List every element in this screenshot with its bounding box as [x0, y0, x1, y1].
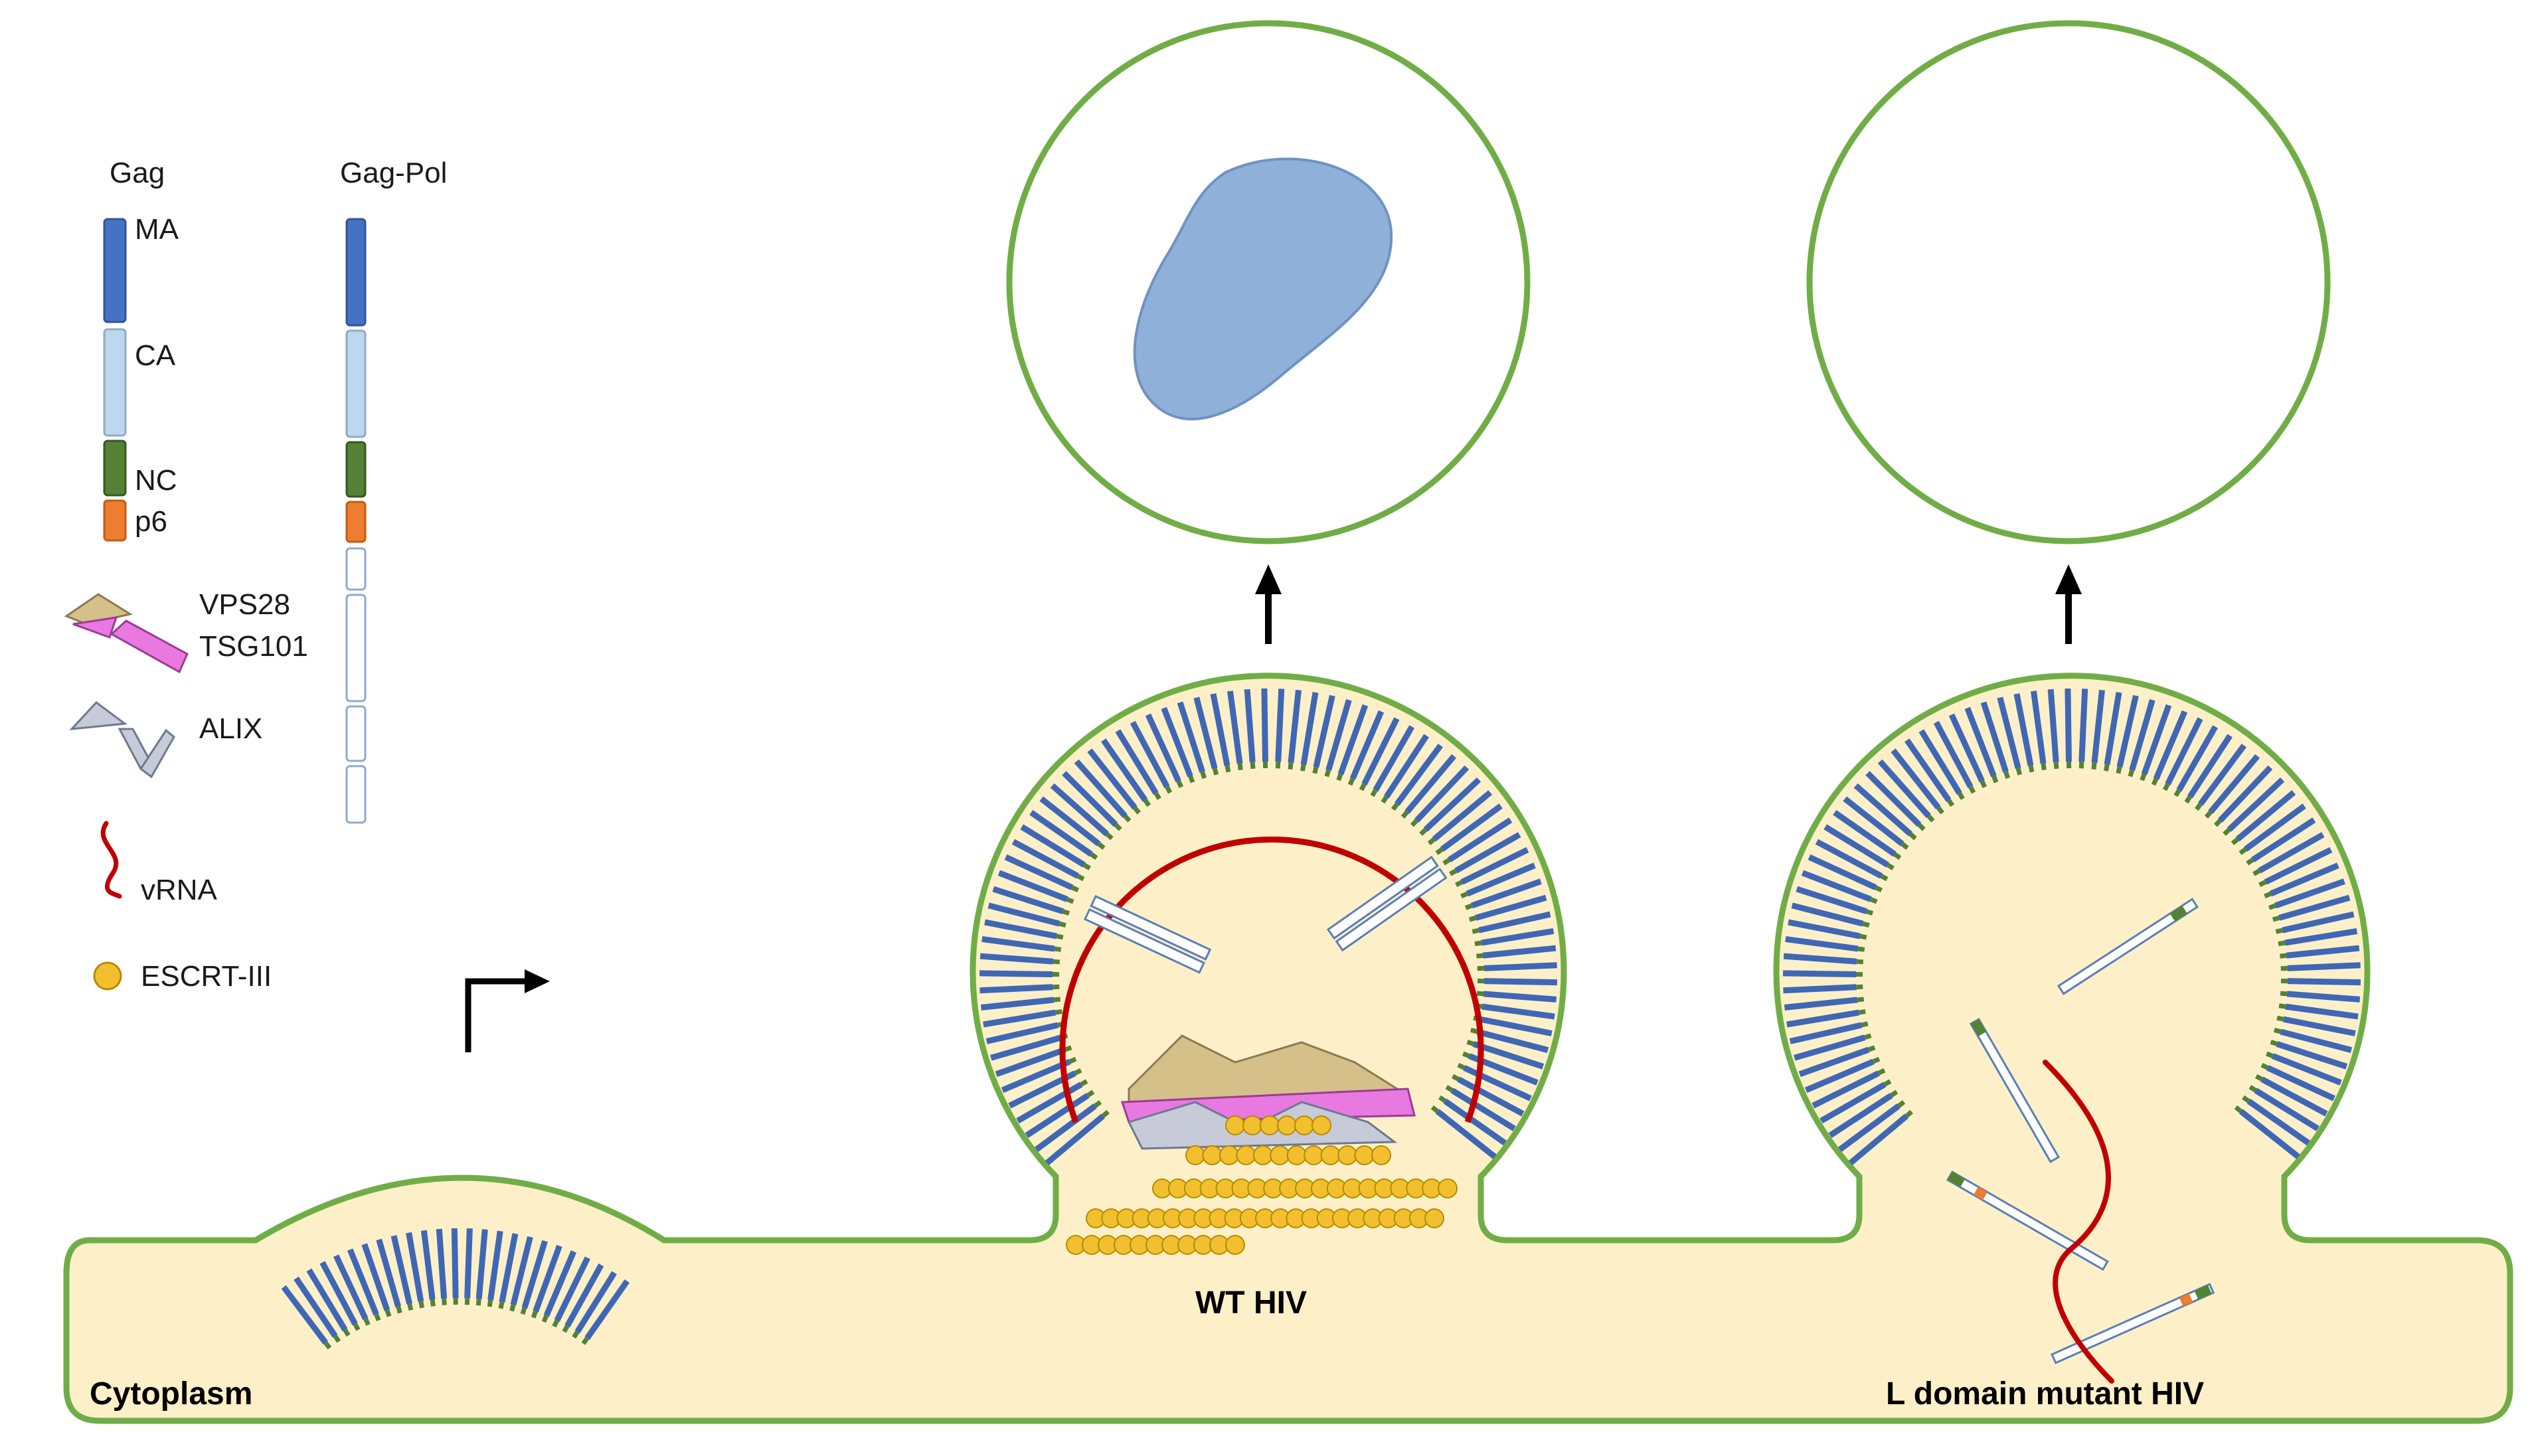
- protein-label-alix: ALIX: [199, 712, 262, 745]
- vrna-icon: [100, 821, 122, 899]
- escrt-iii-bead: [1304, 1145, 1324, 1165]
- legend: Gag Gag-Pol MA CA NC p6 VPS28 TSG101: [64, 157, 447, 993]
- mutant-gagpol-rod-2: [1969, 1017, 2061, 1163]
- gag-nc-segment: [103, 440, 127, 497]
- gagpol-ca-segment: [345, 329, 367, 438]
- escrt-iii-bead: [1424, 1208, 1444, 1228]
- mutant-vrna: [2043, 1060, 2114, 1384]
- mutant-bud-internals: [1946, 898, 2215, 1384]
- cytoplasm-label: Cytoplasm: [90, 1376, 252, 1412]
- escrt-iii-bead: [1242, 1115, 1262, 1135]
- escrt-iii-bead: [1225, 1115, 1245, 1135]
- escrt-iii-bead: [1277, 1115, 1297, 1135]
- mutant-gagpol-rod-1: [2057, 898, 2199, 995]
- escrt-iii-bead: [1337, 1145, 1358, 1165]
- escrt-iii-bead: [1260, 1115, 1280, 1135]
- protein-label-vps28: VPS28: [199, 588, 290, 621]
- immature-virion: [1806, 20, 2331, 544]
- gagpol-header: Gag-Pol: [340, 157, 447, 189]
- escrt-iii-bead: [1225, 1235, 1245, 1255]
- escrt-iii-bead: [1236, 1145, 1256, 1165]
- escrt-iii-bead: [1185, 1145, 1205, 1165]
- gag-header: Gag: [110, 157, 165, 189]
- escrt-iii-bead: [1286, 1145, 1307, 1165]
- gag-p6-segment: [103, 499, 127, 542]
- escrt-iii-bead: [1438, 1178, 1458, 1198]
- escrt-iii-bead: [1219, 1145, 1239, 1165]
- mutant-gagpol-rod-4: [2051, 1283, 2215, 1364]
- mutant-gagpol-rod-3: [1946, 1170, 2109, 1271]
- protein-label-tsg101: TSG101: [199, 630, 308, 663]
- escrt-iii-bead: [1202, 1145, 1223, 1165]
- escrt-iii-bead: [1320, 1145, 1341, 1165]
- protein-label-vrna: vRNA: [141, 874, 218, 906]
- mature-capsid: [1133, 157, 1393, 421]
- wt-gagpol-rod-left: [1083, 895, 1212, 974]
- escrt-iii-bead: [1294, 1115, 1314, 1135]
- mutant-bud-gag-lattice: [1782, 688, 2361, 1166]
- domain-label-nc: NC: [135, 464, 177, 497]
- gag-ma-segment: [103, 218, 127, 323]
- wt-escrt-iii-spiral: [1066, 1115, 1458, 1255]
- gagpol-pol-segment-3: [345, 705, 367, 762]
- wt-vrna-ring: [1059, 837, 1484, 1123]
- gagpol-nc-segment: [345, 441, 367, 498]
- alix-icon: [69, 700, 175, 779]
- gagpol-pol-segment-1: [345, 547, 367, 591]
- release-arrow-wt: [1255, 564, 1282, 644]
- gagpol-pol-segment-4: [345, 765, 367, 824]
- wt-bud-internals: [1059, 837, 1484, 1255]
- escrt-iii-bead: [1252, 1145, 1273, 1165]
- mature-virion: [1006, 20, 1531, 544]
- gag-ca-segment: [103, 328, 127, 437]
- escrt-iii-bead: [1371, 1145, 1391, 1165]
- gagpol-pol-segment-2: [345, 594, 367, 702]
- mutant-hiv-label: L domain mutant HIV: [1886, 1376, 2204, 1412]
- vps28-tsg101-icon: [64, 593, 189, 674]
- gagpol-p6-segment: [345, 501, 367, 543]
- release-arrow-mutant: [2055, 564, 2082, 644]
- protein-label-escrt-iii: ESCRT-III: [141, 960, 272, 993]
- domain-label-ma: MA: [135, 213, 179, 246]
- gagpol-ma-segment: [345, 218, 367, 327]
- wt-gagpol-rod-right: [1326, 855, 1448, 952]
- wt-hiv-label: WT HIV: [1195, 1285, 1307, 1321]
- domain-label-ca: CA: [135, 339, 176, 372]
- escrt-iii-bead: [1270, 1145, 1290, 1165]
- wt-bud-gag-lattice: [979, 688, 1558, 1166]
- escrt-iii-bead: [1354, 1145, 1375, 1165]
- progression-arrow: [465, 969, 550, 1052]
- domain-label-p6: p6: [135, 505, 167, 538]
- escrt-iii-icon: [93, 961, 122, 991]
- early-assembly-gag-lattice: [281, 1228, 630, 1350]
- escrt-iii-bead: [1311, 1115, 1331, 1135]
